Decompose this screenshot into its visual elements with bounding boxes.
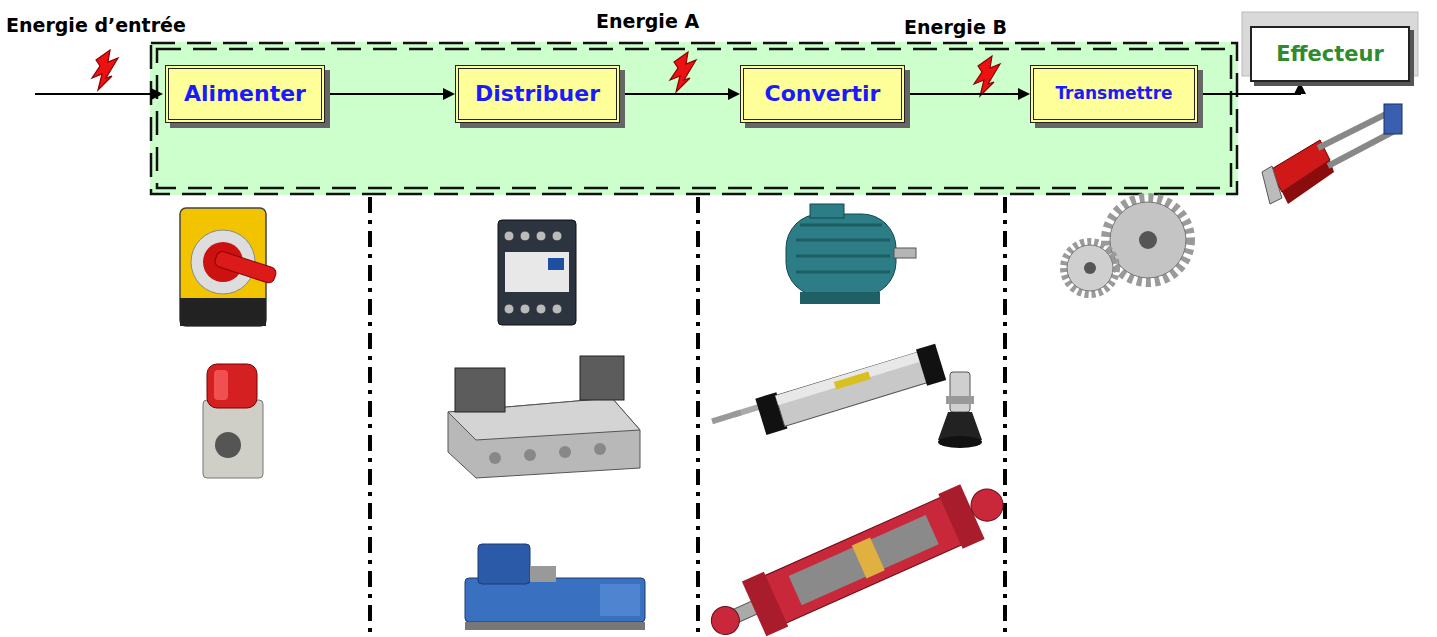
function-box: Distribuer (455, 65, 620, 123)
energy-bolt (670, 52, 696, 92)
gripper (1262, 104, 1402, 204)
hydraulic-valve (465, 544, 645, 630)
hydraulic-cylinder (701, 471, 1014, 637)
energy-chain-region (150, 42, 1238, 195)
energy-label: Energie B (904, 16, 1007, 39)
function-name: Alimenter (184, 81, 306, 106)
gear-pair (1064, 198, 1190, 294)
function-name: Convertir (765, 81, 881, 106)
rotary-switch (180, 208, 277, 326)
flow-arrow (620, 88, 740, 100)
electric-motor (786, 204, 916, 304)
suction-cup (938, 372, 982, 448)
energy-label: Energie d’entrée (6, 14, 186, 37)
flow-line (1198, 92, 1300, 94)
flow-line (325, 93, 445, 95)
effector-name: Effecteur (1276, 42, 1384, 66)
flow-line (620, 93, 730, 95)
function-name: Transmettre (1055, 84, 1172, 104)
arrow-head (443, 88, 455, 100)
energy-bolt (92, 50, 118, 90)
arrow-head (728, 88, 740, 100)
function-name: Distribuer (475, 81, 600, 106)
effector-box: Effecteur (1250, 26, 1410, 82)
energy-bolt (974, 56, 1000, 96)
flow-arrow (1198, 82, 1306, 94)
flow-arrow (905, 88, 1030, 100)
flow-line (905, 93, 1020, 95)
arrow-head (1294, 82, 1306, 94)
column-separator (370, 197, 1005, 637)
isolation-valve (203, 364, 263, 478)
flow-arrow (325, 88, 455, 100)
contactor (498, 220, 576, 325)
pneumatic-cylinder (709, 344, 946, 449)
function-box: Alimenter (165, 65, 325, 123)
pneumatic-valve (448, 356, 640, 478)
function-box: Convertir (740, 65, 905, 123)
function-box: Transmettre (1030, 65, 1198, 123)
energy-label: Energie A (596, 10, 699, 33)
arrow-head (1018, 88, 1030, 100)
